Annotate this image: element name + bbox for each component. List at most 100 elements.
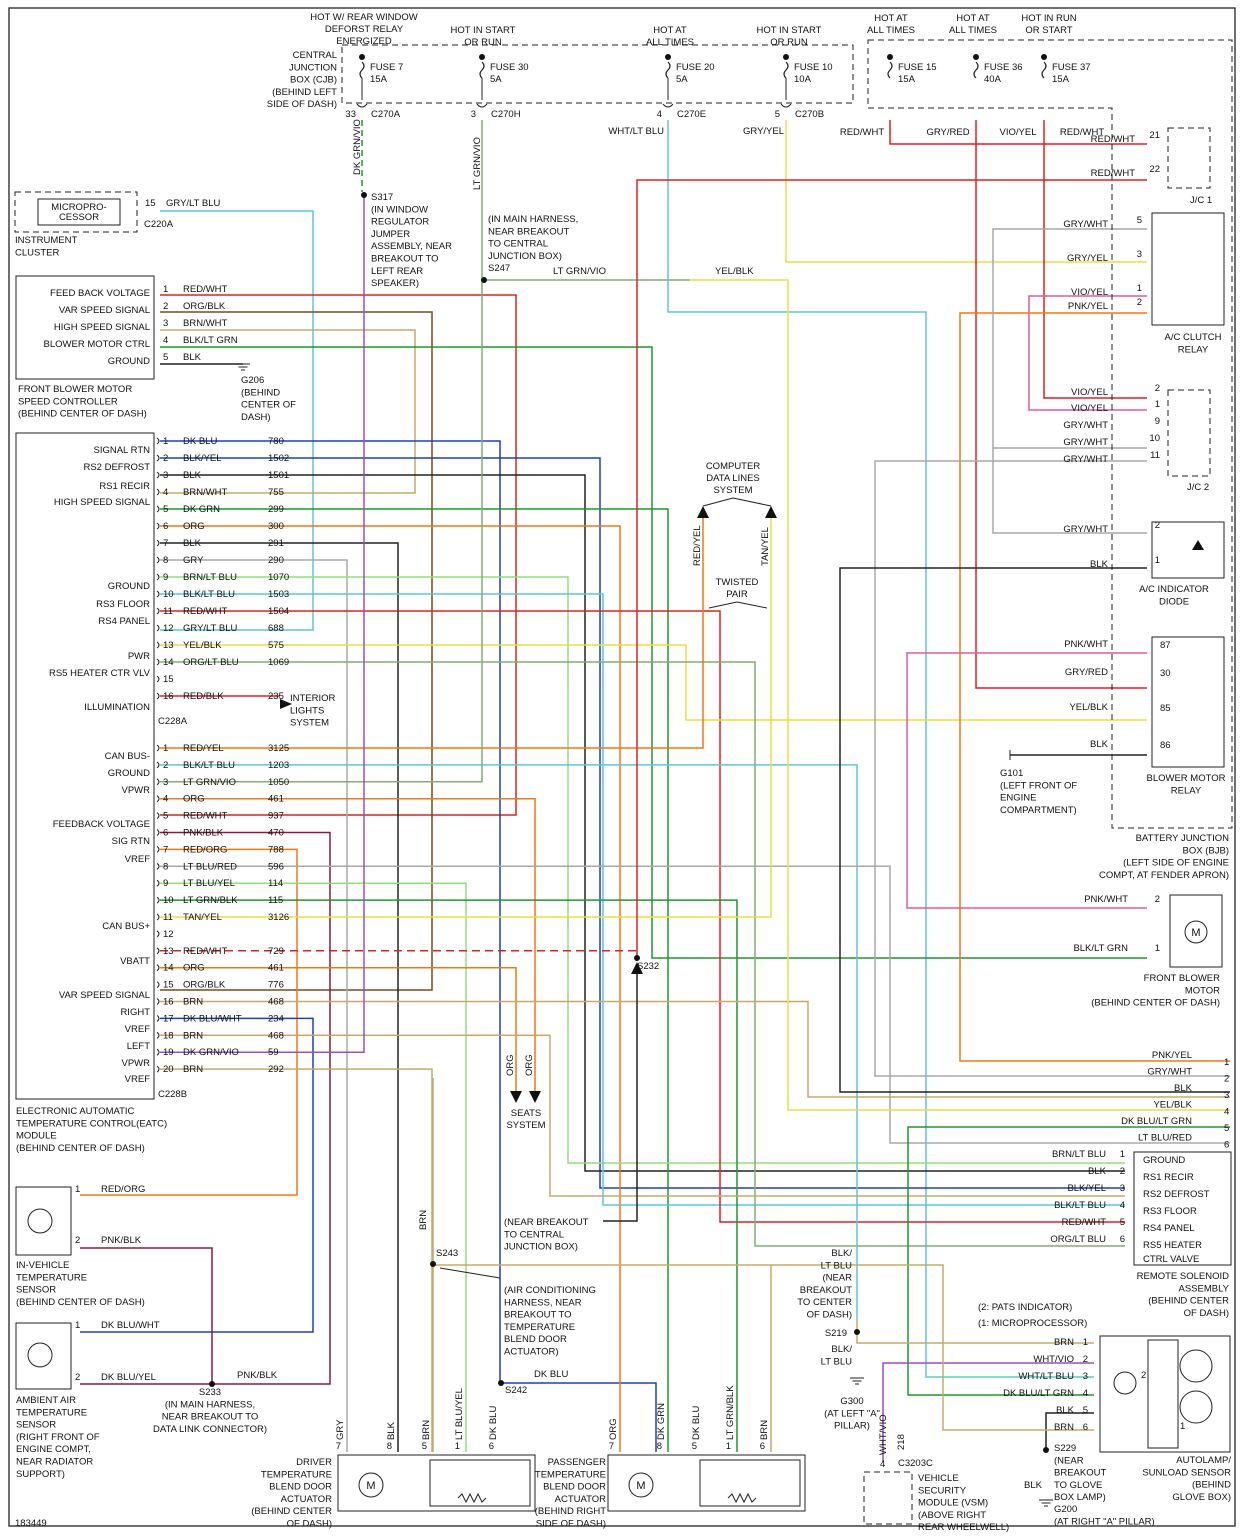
fuse-bus-dot: [783, 54, 789, 60]
label: CAN BUS+: [102, 921, 150, 932]
fuse-icon: [665, 61, 671, 79]
label: BRN: [183, 997, 203, 1008]
label: 9: [1155, 416, 1160, 427]
wire-label: DK GRN/VIO: [352, 119, 363, 175]
label: GRY: [183, 555, 204, 566]
label: PNK/YEL: [1068, 301, 1108, 312]
label: ASSEMBLY, NEAR: [371, 241, 452, 252]
label: BLK/LT GRN: [183, 335, 238, 346]
label: LT GRN/BLK: [725, 1385, 736, 1440]
label: SPEAKER): [371, 278, 419, 289]
pin-icon: [156, 846, 160, 853]
label: (AIR CONDITIONING: [504, 1285, 596, 1296]
label: 937: [268, 811, 284, 822]
label: GROUND: [1143, 1155, 1185, 1166]
label: 11: [1150, 450, 1160, 461]
label: NEAR RADIATOR: [16, 1457, 93, 1468]
label: FUSE 20: [676, 62, 715, 73]
label: PAIR: [726, 589, 748, 600]
label: 3: [1083, 1371, 1088, 1382]
label: 86: [1160, 740, 1171, 751]
label: 10: [163, 589, 174, 600]
label: BOX LAMP): [1054, 1492, 1106, 1503]
label: 9: [163, 878, 168, 889]
pin-icon: [156, 998, 160, 1005]
label: TEMPERATURE: [16, 1407, 87, 1418]
label: 3: [163, 777, 168, 788]
label: VIO/YEL: [1000, 127, 1037, 138]
pin-icon: [156, 964, 160, 972]
pin-icon: [156, 1048, 160, 1056]
diode-icon: [1192, 540, 1204, 550]
label: JUMPER: [371, 229, 410, 240]
label: TAN/YEL: [183, 912, 222, 923]
label: 10: [1149, 433, 1160, 444]
label: S233: [199, 1387, 221, 1398]
label: 468: [268, 997, 284, 1008]
pin-icon: [156, 522, 160, 530]
pin-icon: [156, 1015, 160, 1022]
wire-vio-yel: [1043, 120, 1147, 399]
splice-s233: [209, 1381, 215, 1387]
wire-pnk-wht: [906, 652, 1147, 909]
connector-icon: [476, 103, 488, 108]
label: 755: [268, 487, 284, 498]
label: (NEAR: [822, 1273, 852, 1284]
label: (BEHIND CENTER OF DASH): [16, 1143, 145, 1154]
connector-icon: [356, 103, 368, 108]
label: ORG/BLK: [183, 980, 226, 991]
label: PNK/BLK: [101, 1235, 142, 1246]
label: (IN MAIN HARNESS,: [488, 214, 578, 225]
label: RED/WHT: [1091, 168, 1136, 179]
label: G206: [241, 375, 264, 386]
label: M: [636, 1480, 645, 1492]
label: HOT W/ REAR WINDOW: [310, 12, 418, 23]
label: 8: [163, 555, 168, 566]
label: RED/WHT: [1060, 127, 1105, 138]
label: 1: [1137, 283, 1142, 294]
label: 7: [163, 538, 168, 549]
label: RED/WHT: [183, 811, 228, 822]
label: 11: [163, 606, 173, 617]
label: 15A: [370, 74, 388, 85]
label: RED/ORG: [101, 1184, 145, 1195]
label: HOT AT: [956, 13, 990, 24]
fuse-bus-dot: [973, 54, 979, 60]
label: GRY/WHT: [1063, 454, 1108, 465]
label: 468: [268, 1030, 284, 1041]
wire-label: DK BLU: [534, 1369, 568, 1380]
label: 6: [1224, 1140, 1229, 1151]
label: C3203C: [898, 1458, 933, 1469]
wire-blk-lt-blu: [160, 764, 858, 1320]
label: BLOWER MOTOR CTRL: [44, 339, 150, 350]
label: 1070: [268, 572, 289, 583]
label: YEL/BLK: [1069, 702, 1108, 713]
eatc-module-box: [15, 432, 155, 1100]
pin-icon: [156, 675, 160, 683]
label: 3126: [268, 912, 289, 923]
fuse-icon: [973, 61, 979, 79]
label: RED/ORG: [183, 844, 227, 855]
label: 7: [163, 844, 168, 855]
label: FRONT BLOWER: [1144, 973, 1220, 984]
label: 5: [1224, 1123, 1229, 1134]
label: 7: [609, 1441, 614, 1452]
label: BRN: [183, 1064, 203, 1075]
label: GRY/WHT: [1063, 524, 1108, 535]
label: BLK/LT BLU: [1054, 1200, 1106, 1211]
label: 30: [1160, 668, 1171, 679]
label: OF DASH): [1184, 1308, 1229, 1319]
label: RS1 RECIR: [99, 481, 150, 492]
label: C270A: [371, 109, 401, 120]
label: RS3 FLOOR: [96, 599, 150, 610]
cjb-box: [341, 44, 854, 104]
wire-red-wht: [160, 294, 517, 816]
label: 5: [163, 811, 168, 822]
label: 15A: [1052, 74, 1070, 85]
wire-brn-lt-blu: [160, 576, 1125, 1164]
label: DEFORST RELAY: [325, 24, 404, 35]
label: (BEHIND CENTER OF DASH): [18, 409, 147, 420]
label: 3: [163, 470, 168, 481]
microprocessor-box: [37, 198, 121, 226]
label: 1: [726, 1441, 731, 1452]
